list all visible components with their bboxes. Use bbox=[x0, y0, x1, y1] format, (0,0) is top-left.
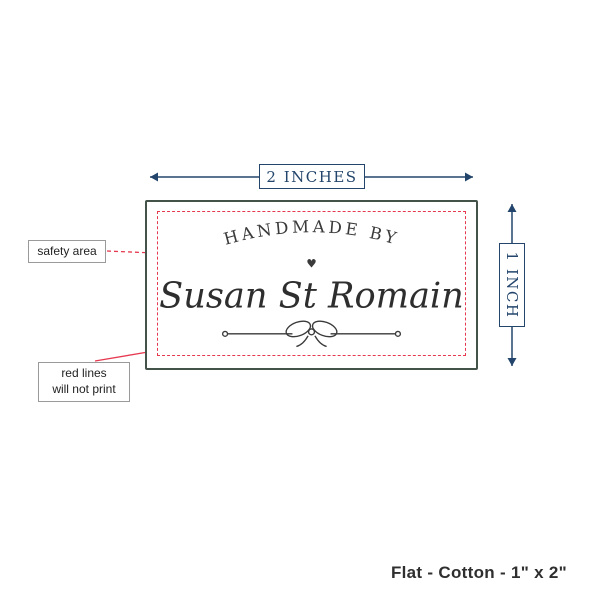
red-lines-callout-line2: will not print bbox=[52, 382, 116, 396]
height-dimension-label: 1 INCH bbox=[499, 243, 525, 327]
safety-area-outline bbox=[157, 211, 466, 356]
red-lines-callout: red lines will not print bbox=[38, 362, 130, 402]
label-artwork: HANDMADE BY ♥ Susan St Romain bbox=[159, 217, 464, 348]
product-caption: Flat - Cotton - 1" x 2" bbox=[390, 563, 567, 582]
red-lines-callout-line1: red lines bbox=[61, 366, 107, 381]
safety-area-callout: safety area bbox=[28, 240, 106, 263]
heart-icon: ♥ bbox=[306, 256, 317, 270]
arched-text: HANDMADE BY bbox=[222, 217, 402, 249]
bow-divider-icon bbox=[221, 320, 402, 348]
label-name-text: Susan St Romain bbox=[159, 275, 464, 316]
width-dimension-label: 2 INCHES bbox=[259, 164, 365, 189]
label-preview: HANDMADE BY ♥ Susan St Romain bbox=[145, 200, 478, 370]
